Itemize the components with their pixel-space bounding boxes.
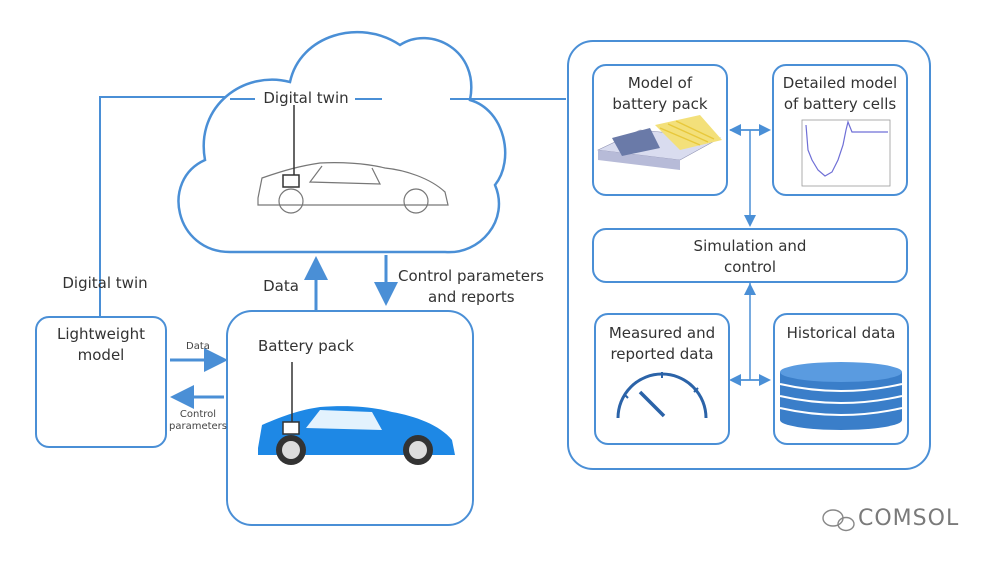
historical-data-box (773, 313, 909, 445)
right-panel (567, 40, 931, 470)
battery-pack-box (226, 310, 474, 526)
simulation-title-1: Simulation and (693, 237, 807, 255)
comsol-watermark: COMSOL (858, 506, 960, 531)
lightweight-model-box (35, 316, 167, 448)
control-label-2: and reports (428, 288, 515, 306)
simulation-control-box (592, 228, 908, 283)
detailed-title-2: of battery cells (783, 95, 897, 113)
model-pack-title-1: Model of (627, 74, 693, 92)
detailed-model-box (772, 64, 908, 196)
gauge-icon (616, 372, 708, 419)
measured-title-1: Measured and (608, 324, 716, 342)
database-icon (779, 362, 903, 430)
wechat-icon (822, 509, 855, 532)
model-battery-pack-box (592, 64, 728, 196)
model-pack-title-2: battery pack (612, 95, 708, 113)
battery-pack-title: Battery pack (258, 337, 354, 355)
left-digital-twin-label: Digital twin (62, 274, 148, 292)
cloud-title: Digital twin (263, 89, 349, 107)
car-blue-icon (258, 406, 455, 465)
measured-data-box (594, 313, 730, 445)
measured-title-2: reported data (610, 345, 714, 363)
battery-cells-chart-icon (801, 119, 891, 187)
control-label-1: Control parameters (398, 267, 544, 285)
cloud-icon (177, 30, 507, 254)
battery-model-icon (596, 115, 722, 170)
car-outline-icon (257, 162, 449, 214)
small-data-label: Data (186, 341, 210, 352)
small-control-label-2: parameters (168, 421, 227, 432)
simulation-title-2: control (724, 258, 776, 276)
historical-title: Historical data (786, 324, 896, 342)
detailed-title-1: Detailed model (782, 74, 898, 92)
data-up-label: Data (263, 277, 299, 295)
small-control-label-1: Control (179, 409, 217, 420)
lightweight-title-1: Lightweight (56, 325, 145, 343)
lightweight-title-2: model (77, 346, 125, 364)
